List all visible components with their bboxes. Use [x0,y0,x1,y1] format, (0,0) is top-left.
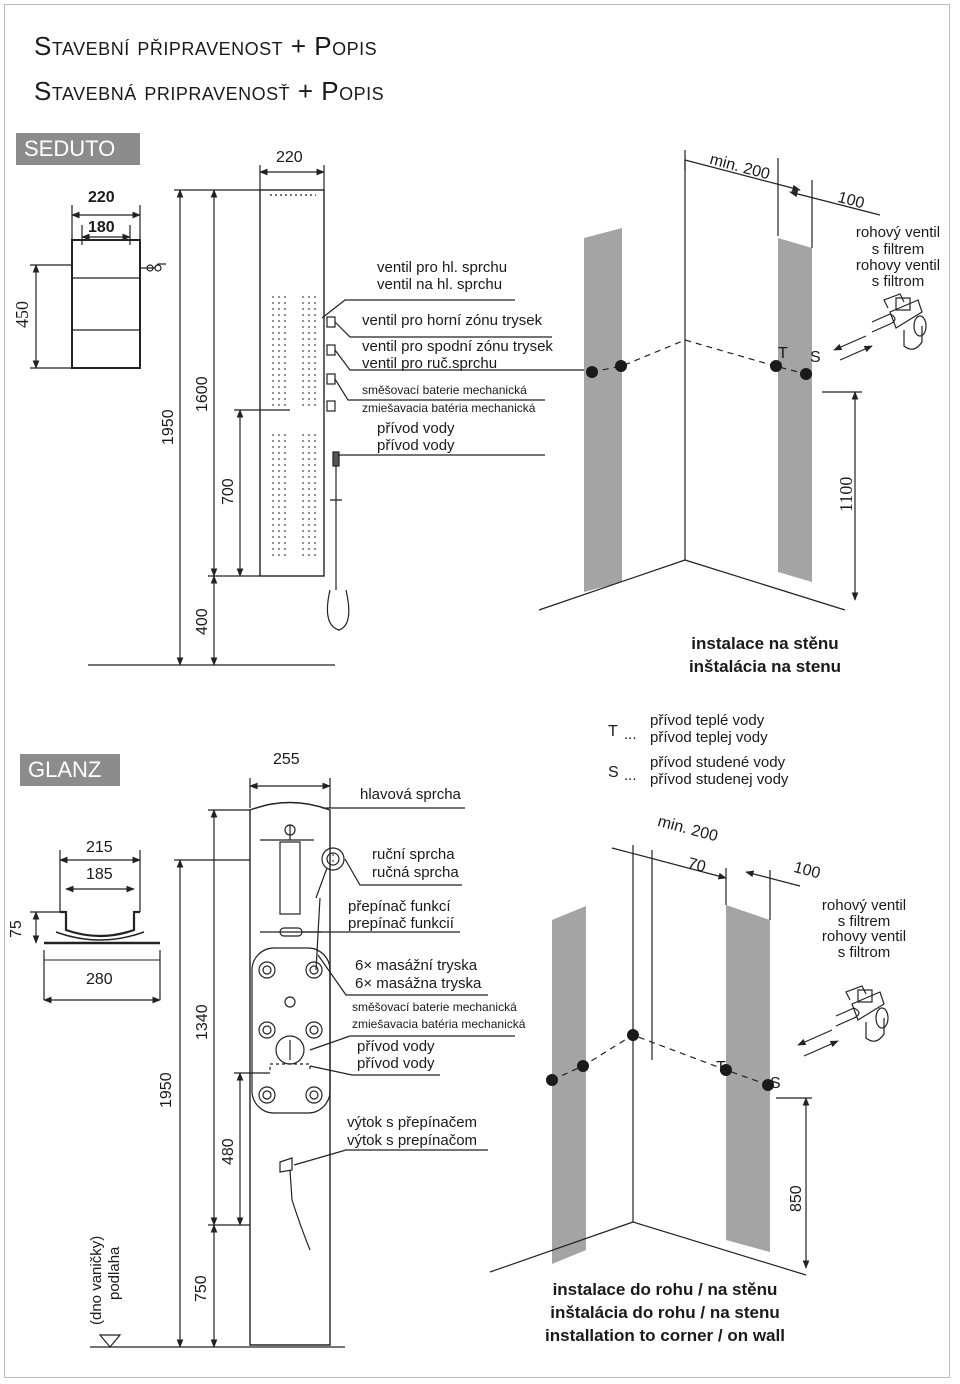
glanz-valve-cz: rohový ventil [821,897,907,914]
legend-s: S [608,764,619,781]
seduto-valve-sk: rohovy ventil [855,257,941,274]
glanz-valve-sk: rohovy ventil [821,928,907,945]
seduto-plan-inner-dim: 180 [88,219,115,236]
legend-t: T [608,723,618,740]
legend-t-dots: ... [624,726,637,743]
glanz-caption-sk: inštalácia do rohu / na stenu [550,1303,780,1322]
glanz-valve-cz2: s filtrem [837,913,891,930]
glanz-plan-depth-dim: 75 [8,920,25,938]
glanz-valve-sk2: s filtrom [837,944,891,961]
glanz-label-switch-cz: přepínač funkcí [348,898,451,915]
seduto-install-view [538,150,927,611]
glanz-label-spout-cz: výtok s přepínačem [347,1114,478,1131]
glanz-plan-view [30,850,161,1004]
glanz-caption-en: installation to corner / on wall [545,1326,785,1345]
seduto-label-hand: ventil pro ruč.sprchu [362,355,498,372]
page-frame [4,4,950,1378]
seduto-caption-cz: instalace na stěnu [691,634,839,653]
glanz-front-view [90,778,515,1348]
glanz-panel-height-dim: 1340 [194,1004,211,1040]
glanz-top-width-dim: 255 [273,751,300,768]
seduto-floor-offset-dim: 400 [194,608,211,635]
seduto-section-badge: SEDUTO [16,133,140,165]
seduto-label-upper-zone: ventil pro horní zónu trysek [362,312,543,329]
glanz-label-spout-sk: výtok s prepínačom [347,1132,478,1149]
seduto-label-mixer-cz: směšovací baterie mechanická [362,383,527,397]
page-title-line1: Stavební připravenost + Popis [34,31,378,61]
seduto-install-s: S [810,349,821,366]
seduto-top-width-dim: 220 [276,149,303,166]
glanz-floor-offset-dim: 750 [193,1275,210,1302]
glanz-total-height-dim: 1950 [158,1072,175,1108]
glanz-caption-cz: instalace do rohu / na stěnu [552,1280,778,1299]
legend-s-dots: ... [624,767,637,784]
legend-s-sk: přívod studenej vody [650,771,789,788]
glanz-label-mixer-sk: zmiešavacia batéria mechanická [352,1017,526,1031]
glanz-plan-inner-dim: 185 [86,866,113,883]
glanz-label-supply-cz: přívod vody [357,1038,435,1055]
seduto-caption-sk: inštalácia na stenu [688,657,842,676]
seduto-front-view [88,165,588,666]
seduto-label-supply-cz: přívod vody [377,420,455,437]
seduto-install-t: T [778,345,788,362]
glanz-valve-height-dim: 480 [220,1138,237,1165]
glanz-plan-outer-dim: 215 [86,839,113,856]
glanz-plan-base-dim: 280 [86,971,113,988]
legend-t-sk: přívod teplej vody [650,729,768,746]
glanz-install-s: S [770,1075,781,1092]
glanz-label-hand-sk: ručná sprcha [372,864,459,881]
glanz-label-jets-sk: 6× masážna tryska [355,975,482,992]
glanz-label-jets-cz: 6× masážní tryska [355,957,478,974]
seduto-valve-cz: rohový ventil [855,224,941,241]
glanz-label-switch-sk: prepínač funkcií [348,915,454,932]
seduto-label-supply-sk: přívod vody [377,437,455,454]
glanz-label-head: hlavová sprcha [360,786,461,803]
seduto-label-main-cz: ventil pro hl. sprchu [377,259,508,276]
glanz-install-view [489,845,889,1276]
seduto-plan-view [30,205,166,369]
seduto-label-mixer-sk: zmiešavacia batéria mechanická [362,401,536,415]
seduto-label-lower-zone: ventil pro spodní zónu trysek [362,338,553,355]
seduto-install-height-dim: 1100 [836,476,856,512]
legend-s-cz: přívod studené vody [650,754,786,771]
glanz-install-t: T [716,1059,726,1076]
seduto-plan-depth-dim: 450 [12,301,32,328]
seduto-valve-cz2: s filtrem [871,241,925,258]
glanz-floor-label-2: podlaha [106,1246,123,1300]
seduto-panel-height-dim: 1600 [194,376,211,412]
seduto-valve-sk2: s filtrom [871,273,925,290]
page-title-line2: Stavebná pripravenosť + Popis [34,76,385,106]
seduto-plan-outer-dim: 220 [88,189,115,206]
glanz-label-hand-cz: ruční sprcha [372,846,455,863]
glanz-section-badge: GLANZ [20,754,120,786]
legend-t-cz: přívod teplé vody [650,712,765,729]
seduto-total-height-dim: 1950 [160,409,177,445]
seduto-label-main-sk: ventil na hl. sprchu [377,276,503,293]
seduto-valve-height-dim: 700 [220,478,237,505]
glanz-floor-label-1: (dno vaničky) [88,1235,105,1325]
glanz-install-height-dim: 850 [788,1185,805,1212]
glanz-label-supply-sk: přívod vody [357,1055,435,1072]
glanz-label-mixer-cz: směšovací baterie mechanická [352,1000,517,1014]
